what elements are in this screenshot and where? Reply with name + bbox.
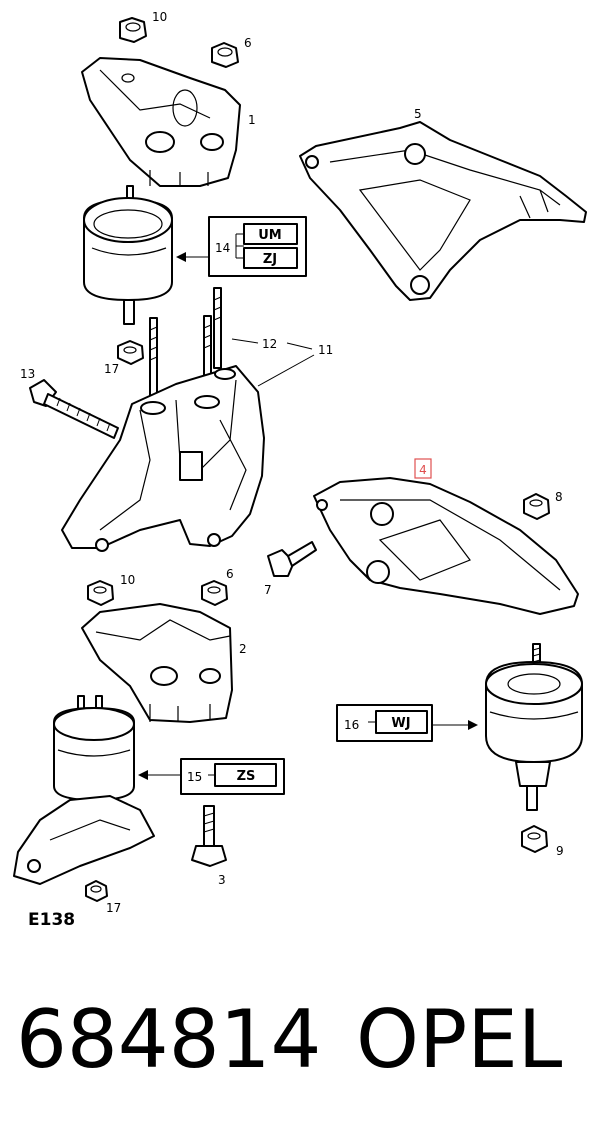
bracket-11 bbox=[61, 365, 265, 552]
nut-6-lower bbox=[201, 580, 228, 606]
code-zj: ZJ bbox=[263, 252, 277, 267]
nut-9 bbox=[521, 825, 548, 853]
bolt-3 bbox=[191, 805, 227, 867]
callout-8: 8 bbox=[555, 490, 563, 504]
bolt-13 bbox=[29, 379, 119, 439]
option-box-14 bbox=[176, 216, 307, 277]
callout-1: 1 bbox=[248, 113, 256, 127]
highlight-box-4 bbox=[414, 458, 432, 479]
callout-6-top: 6 bbox=[244, 36, 252, 50]
callout-13: 13 bbox=[20, 367, 35, 381]
engine-mount-upper bbox=[83, 185, 173, 325]
callout-16: 16 bbox=[344, 718, 359, 732]
nut-6-top bbox=[211, 42, 239, 68]
nut-10-lower bbox=[87, 580, 114, 606]
callout-15: 15 bbox=[187, 770, 202, 784]
callout-11: 11 bbox=[318, 343, 333, 357]
callout-10-lower: 10 bbox=[120, 573, 135, 587]
parts-diagram: 10 6 1 14 UM ZJ bbox=[13, 10, 587, 930]
callout-4: 4 bbox=[419, 463, 427, 477]
nut-8 bbox=[523, 493, 550, 520]
code-zs: ZS bbox=[237, 769, 256, 784]
code-wj: WJ bbox=[391, 716, 410, 731]
callout-17-middle: 17 bbox=[104, 362, 119, 376]
callout-5: 5 bbox=[414, 107, 422, 121]
brand-name: OPEL bbox=[356, 993, 563, 1086]
callout-3: 3 bbox=[218, 873, 226, 887]
nut-17-lower bbox=[85, 880, 108, 902]
bracket-2 bbox=[81, 603, 233, 723]
callout-6-lower: 6 bbox=[226, 567, 234, 581]
code-um: UM bbox=[258, 228, 282, 243]
bolt-7 bbox=[267, 541, 317, 577]
option-box-16 bbox=[336, 704, 478, 742]
option-box-15 bbox=[138, 758, 285, 795]
callout-9: 9 bbox=[556, 844, 564, 858]
callout-12: 12 bbox=[262, 337, 277, 351]
engine-mount-right bbox=[485, 643, 583, 811]
figure-id: E138 bbox=[28, 910, 75, 930]
footer: 684814 OPEL bbox=[0, 990, 600, 1100]
callout-10-top: 10 bbox=[152, 10, 167, 24]
callout-14: 14 bbox=[215, 241, 230, 255]
nut-10-top bbox=[119, 17, 147, 43]
callout-17-lower: 17 bbox=[106, 901, 121, 915]
bracket-5 bbox=[299, 121, 587, 301]
callout-7: 7 bbox=[264, 583, 272, 597]
nut-17-middle bbox=[117, 340, 144, 365]
engine-mount-lower-left bbox=[13, 695, 155, 885]
studs-12 bbox=[149, 287, 222, 409]
callout-2: 2 bbox=[239, 642, 247, 656]
bracket-4 bbox=[313, 477, 579, 615]
part-number: 684814 bbox=[16, 993, 322, 1086]
bracket-1 bbox=[81, 57, 241, 187]
